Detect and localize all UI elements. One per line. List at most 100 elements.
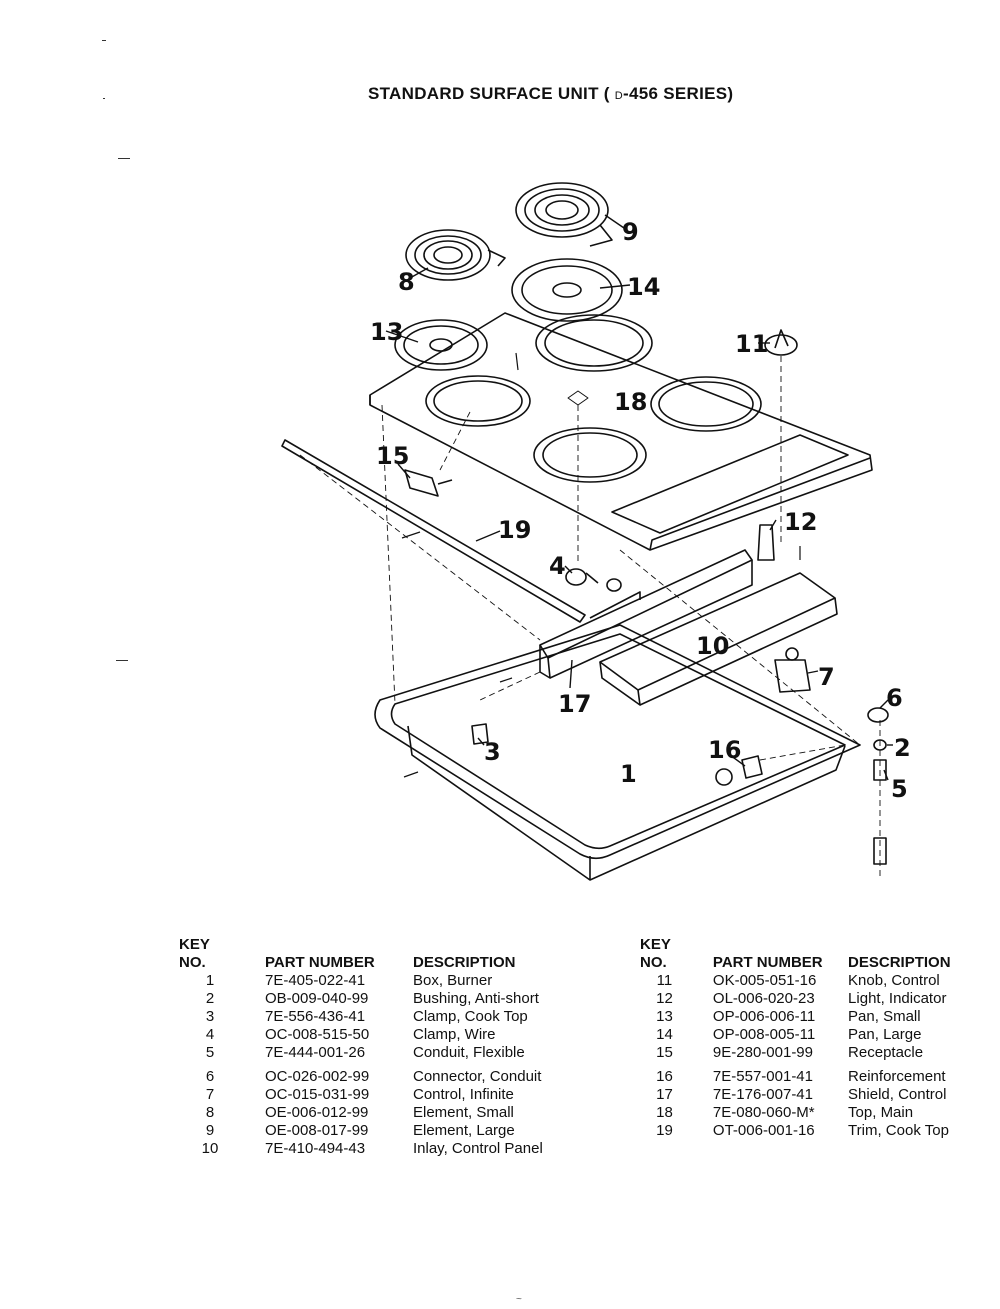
callout-11: 11 — [735, 330, 768, 358]
conduit-parts — [867, 707, 889, 865]
part-key: 7 — [205, 1086, 215, 1103]
part-number: OP-008-005-11 — [712, 1026, 816, 1043]
part-description: Conduit, Flexible — [413, 1044, 525, 1061]
header-description: DESCRIPTION — [848, 954, 951, 971]
part-description: Clamp, Wire — [413, 1026, 496, 1043]
cooktop-main — [369, 312, 873, 551]
part-number: OB-009-040-99 — [265, 990, 369, 1007]
margin-mark — [103, 98, 105, 99]
infinite-control — [774, 647, 811, 693]
part-key: 4 — [205, 1026, 215, 1043]
part-description: Light, Indicator — [848, 990, 947, 1007]
callout-17: 17 — [558, 690, 591, 718]
callout-5: 5 — [891, 775, 908, 803]
margin-mark — [118, 158, 130, 159]
part-number: OC-026-002-99 — [265, 1068, 370, 1085]
part-key: 8 — [205, 1104, 215, 1121]
part-number: OT-006-001-16 — [712, 1122, 815, 1139]
parts-row: 13 OP-006-006-11 Pan, Small — [640, 1008, 1000, 1026]
part-description: Shield, Control — [848, 1086, 947, 1103]
page-title: STANDARD SURFACE UNIT ( D-456 SERIES) — [368, 84, 734, 103]
reinforcement — [715, 755, 763, 786]
part-key: 1 — [205, 972, 215, 989]
trim-cooktop — [281, 439, 586, 623]
part-number: 7E-556-436-41 — [265, 1008, 366, 1025]
part-number: OL-006-020-23 — [712, 990, 815, 1007]
callout-9: 9 — [622, 218, 639, 246]
receptacle — [404, 469, 453, 497]
callout-18: 18 — [614, 388, 647, 416]
header-part-number: PART NUMBER — [712, 954, 823, 971]
parts-row: 2 OB-009-040-99 Bushing, Anti-short — [179, 990, 585, 1008]
element-small — [405, 229, 506, 281]
part-number: 7E-557-001-41 — [712, 1068, 813, 1085]
page-mark: ~ — [516, 1294, 522, 1305]
part-number: 7E-176-007-41 — [712, 1086, 813, 1103]
part-description: Control, Infinite — [413, 1086, 514, 1103]
part-number: OK-005-051-16 — [712, 972, 817, 989]
part-description: Box, Burner — [413, 972, 493, 989]
part-description: Clamp, Cook Top — [413, 1008, 528, 1025]
parts-row: 4 OC-008-515-50 Clamp, Wire — [179, 1026, 585, 1044]
wire-clamp — [565, 568, 622, 592]
part-number: OP-006-006-11 — [712, 1008, 816, 1025]
callout-10: 10 — [696, 632, 729, 660]
control-shield — [539, 549, 753, 679]
part-description: Reinforcement — [848, 1068, 946, 1085]
part-key: 10 — [201, 1140, 219, 1157]
part-description: Knob, Control — [848, 972, 940, 989]
cooktop-clamp — [471, 723, 489, 745]
part-key: 2 — [205, 990, 215, 1007]
part-key: 12 — [656, 990, 673, 1007]
callout-2: 2 — [894, 734, 911, 762]
element-large — [515, 182, 613, 247]
control-knob — [764, 329, 798, 356]
parts-row: 7 OC-015-031-99 Control, Infinite — [179, 1086, 585, 1104]
margin-mark — [116, 660, 128, 661]
indicator-light — [757, 524, 775, 561]
callout-19: 19 — [498, 516, 531, 544]
part-key: 5 — [205, 1044, 215, 1061]
part-key: 19 — [656, 1122, 673, 1139]
callout-6: 6 — [886, 684, 903, 712]
title-series-letter: D — [614, 90, 624, 102]
part-number: OC-008-515-50 — [265, 1026, 370, 1043]
callout-15: 15 — [376, 442, 409, 470]
callout-16: 16 — [708, 736, 741, 764]
control-panel-inlay — [599, 572, 838, 706]
pan-small — [394, 319, 488, 371]
part-description: Pan, Large — [848, 1026, 922, 1043]
part-description: Pan, Small — [848, 1008, 921, 1025]
parts-row: 12 OL-006-020-23 Light, Indicator — [640, 990, 1000, 1008]
part-key: 6 — [205, 1068, 215, 1085]
header-part-number: PART NUMBER — [265, 954, 375, 971]
callout-13: 13 — [370, 318, 403, 346]
screws — [401, 352, 801, 778]
part-key: 13 — [656, 1008, 673, 1025]
part-number: OC-015-031-99 — [265, 1086, 370, 1103]
burner-box — [374, 624, 861, 881]
part-key: 9 — [205, 1122, 215, 1139]
callout-3: 3 — [484, 738, 501, 766]
part-description: Receptacle — [848, 1044, 924, 1061]
part-number: 7E-410-494-43 — [265, 1140, 366, 1157]
part-description: Bushing, Anti-short — [413, 990, 539, 1007]
part-description: Element, Large — [413, 1122, 515, 1139]
margin-mark — [102, 40, 106, 41]
callout-14: 14 — [627, 273, 660, 301]
part-number: OE-006-012-99 — [265, 1104, 369, 1121]
